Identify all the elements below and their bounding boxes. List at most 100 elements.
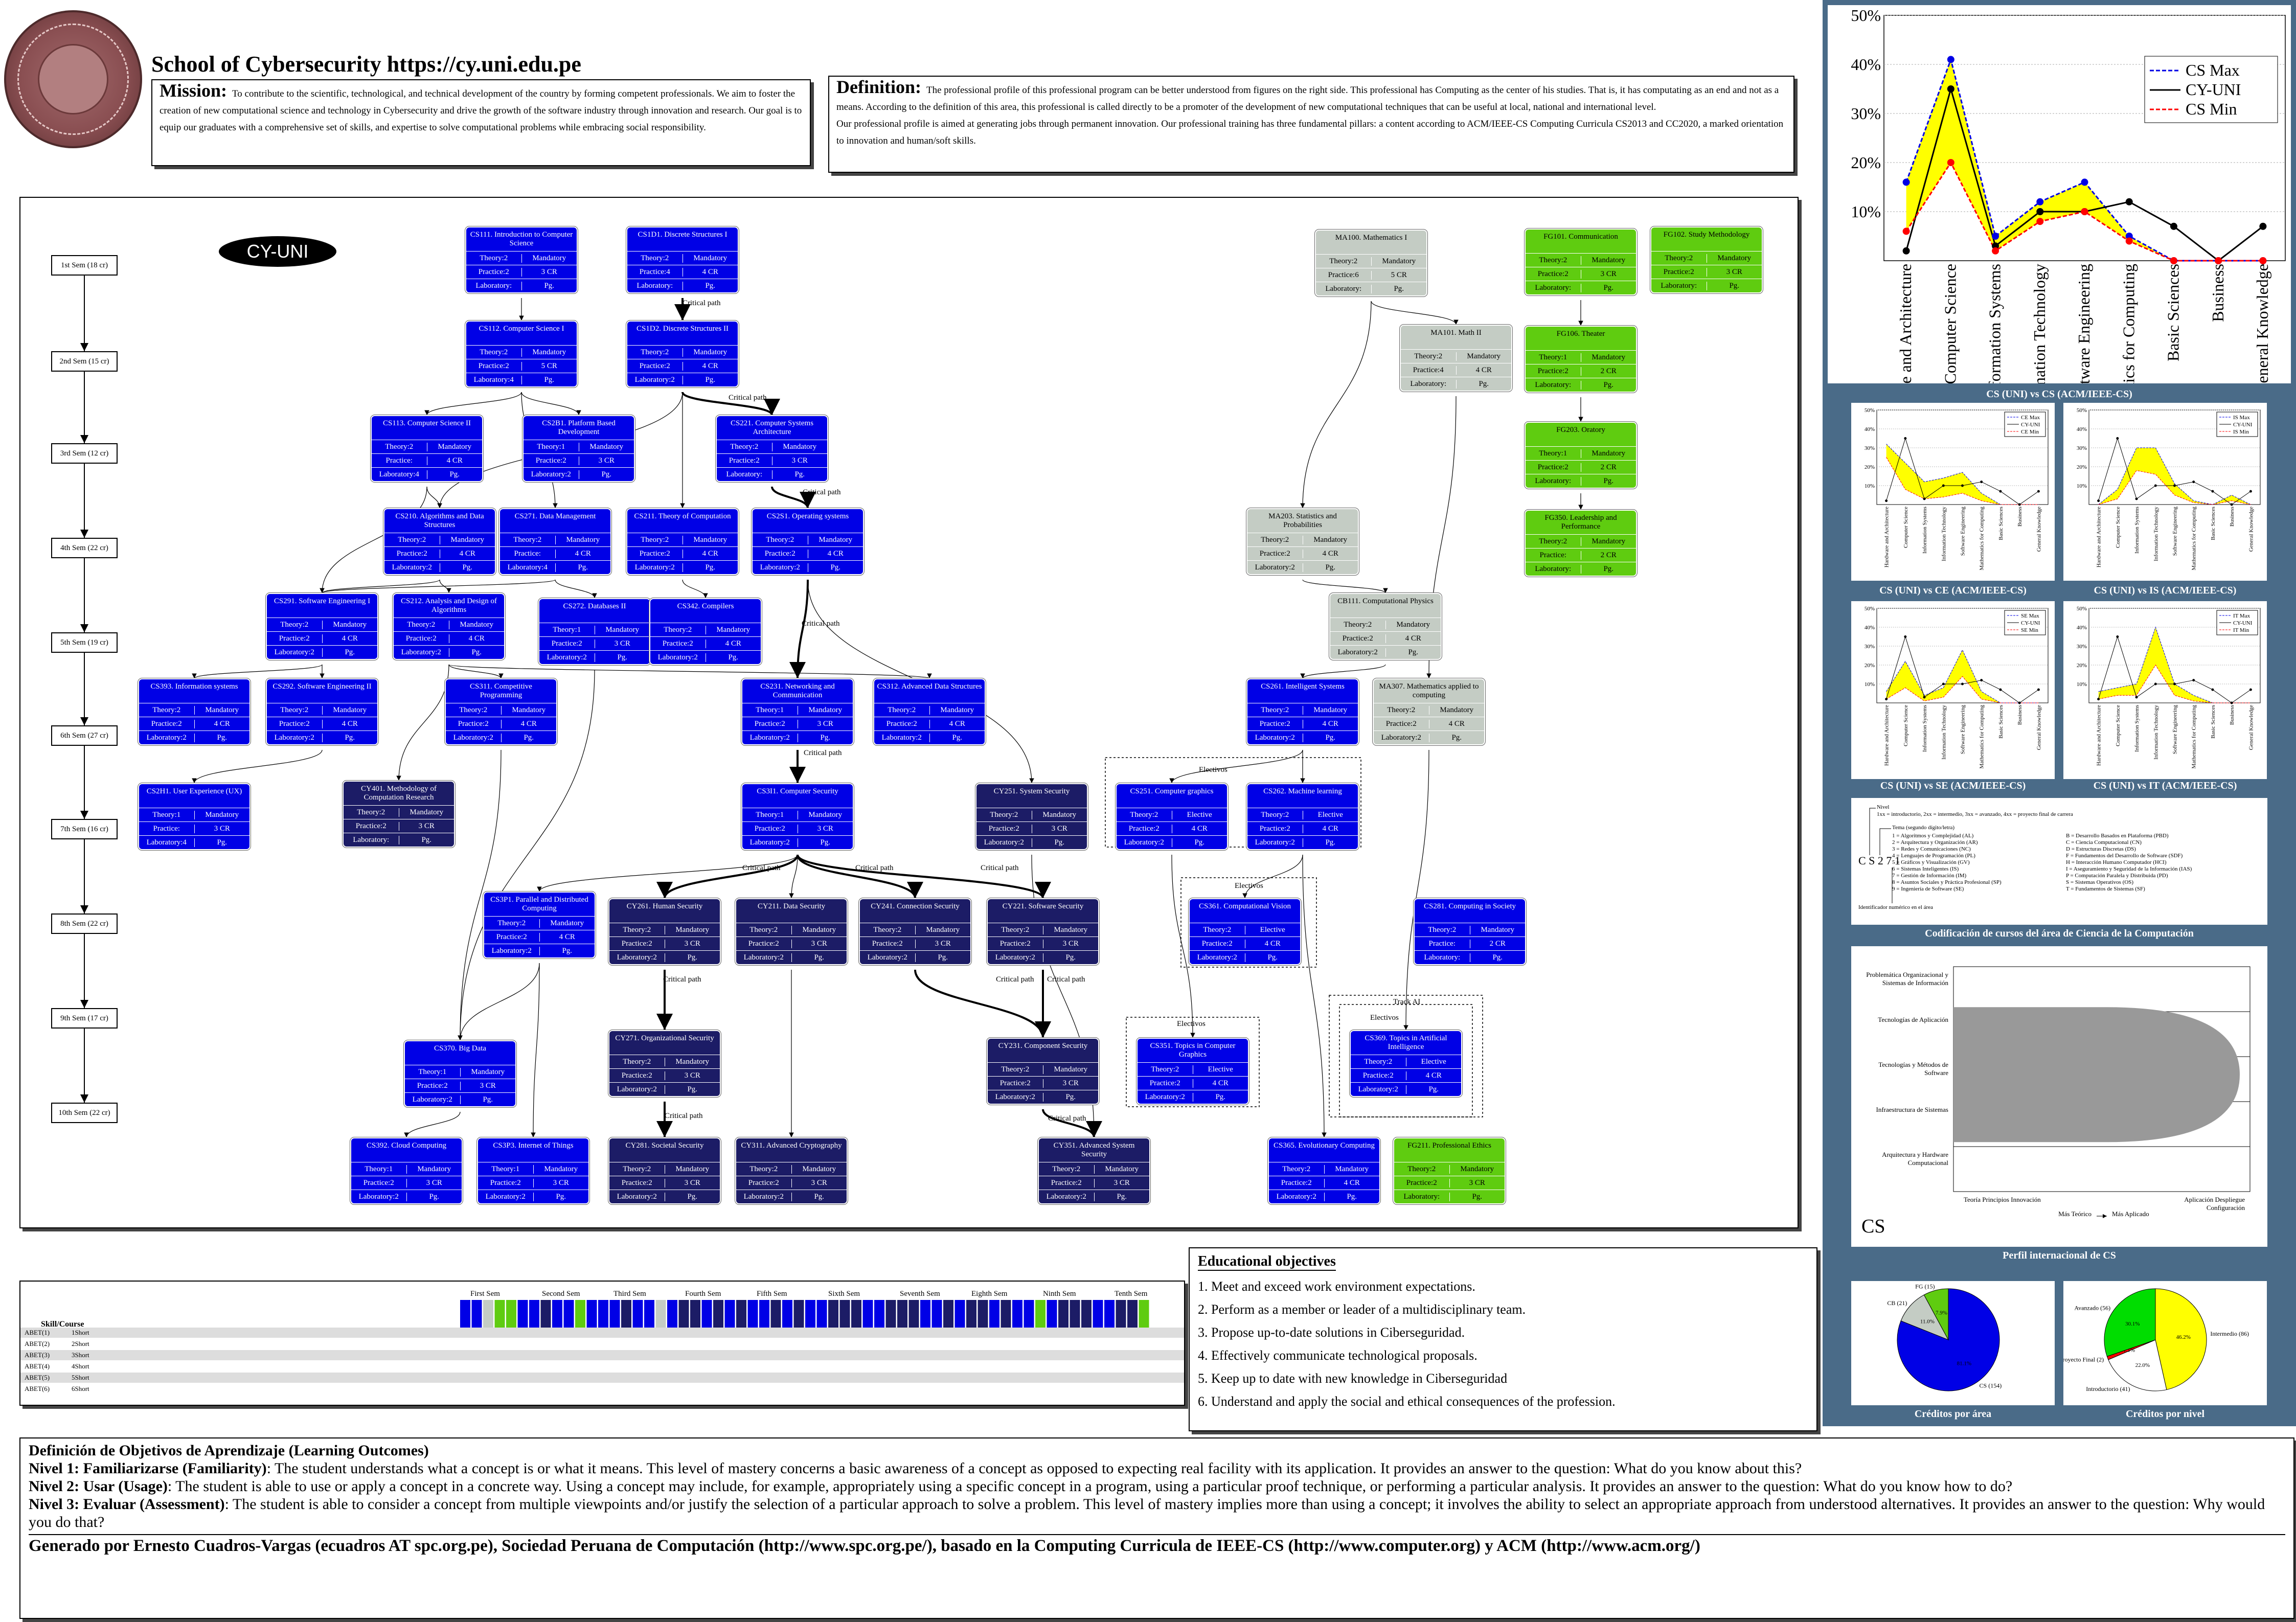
level2-label: Nivel 2: Usar (Usage) — [29, 1478, 168, 1495]
course-cell: 3 CR — [1051, 824, 1067, 833]
y-tick-label: 30% — [1865, 644, 1875, 650]
course-cs369[interactable]: CS369. Topics in Artificial Intelligence… — [1349, 1030, 1463, 1098]
course-cell: Theory:2 — [627, 535, 683, 544]
course-cell: Mandatory — [1042, 810, 1077, 819]
course-cell: Practice:2 — [1374, 719, 1429, 728]
coding-entry: P = Computación Paralela y Distribuida (… — [2066, 873, 2168, 879]
course-cs212[interactable]: CS212. Analysis and Design of Algorithms… — [392, 592, 506, 660]
course-cell: Pg. — [1603, 564, 1614, 573]
generated-by-footer: Generado por Ernesto Cuadros-Vargas (ecu… — [29, 1534, 2285, 1555]
skills-row-name: ABET(4) — [25, 1362, 50, 1370]
data-point — [1923, 696, 1926, 699]
course-cy401[interactable]: CY401. Methodology of Computation Resear… — [342, 780, 456, 848]
course-cell: Pg. — [1408, 648, 1419, 656]
semester-label: 5th Sem (19 cr) — [51, 632, 118, 653]
profile-axis-label: Más Teórico — [2058, 1210, 2092, 1218]
level1-label: Nivel 1: Familiarizarse (Familiarity) — [29, 1460, 267, 1477]
data-point — [1992, 233, 1999, 240]
course-cell: Theory:1 — [742, 705, 798, 715]
coding-entry: 7 = Gestión de Información (IM) — [1892, 873, 1967, 879]
elective-group-frame — [1105, 757, 1361, 848]
course-title: CS113. Computer Science II — [383, 419, 471, 427]
course-cell: Practice:2 — [1526, 367, 1581, 376]
course-cell: Mandatory — [1460, 1164, 1494, 1173]
course-cell: Mandatory — [532, 348, 566, 356]
skills-course-header — [1024, 1300, 1034, 1329]
skills-course-header — [931, 1300, 942, 1329]
course-cell: Theory:1 — [539, 625, 595, 634]
course-cs3p1[interactable]: CS3P1. Parallel and Distributed Computin… — [483, 891, 596, 959]
course-cell: Laboratory:2 — [976, 838, 1032, 847]
course-cell: Practice:2 — [267, 719, 323, 728]
course-cell: 4 CR — [575, 549, 591, 558]
skills-course-header — [793, 1300, 804, 1329]
series-min-line — [2098, 665, 2251, 703]
data-point — [2173, 484, 2176, 487]
objective-item: 4. Effectively communicate technological… — [1198, 1348, 1477, 1363]
course-cell: Practice:6 — [1316, 270, 1372, 280]
mini-chart-se: 10%20%30%40%50%Hardware and Architecture… — [1848, 598, 2058, 782]
y-tick-label: 20% — [1865, 464, 1875, 470]
profile-row-label: Tecnologías de Aplicación — [1878, 1016, 1948, 1023]
cs-profile-svg: Problemática Organizacional y Sistemas d… — [1861, 966, 2250, 1237]
